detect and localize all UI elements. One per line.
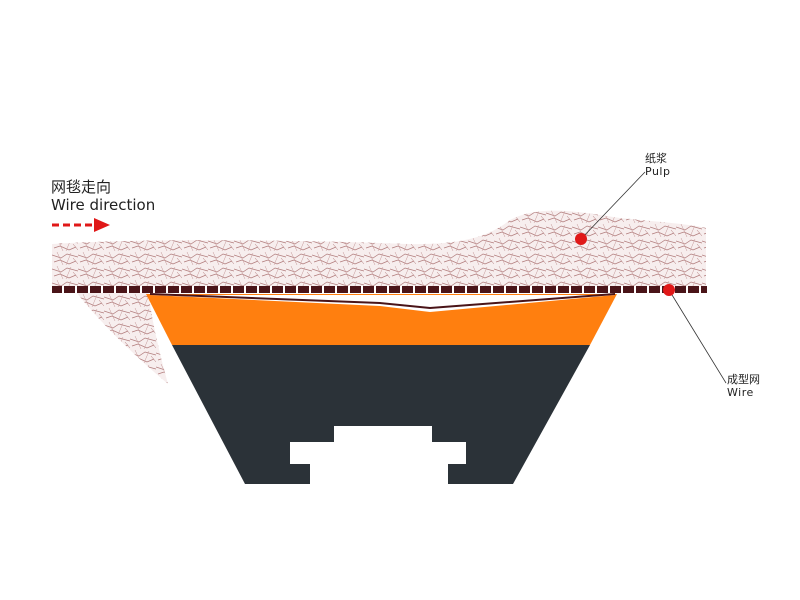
wire-deflection-line (149, 293, 616, 310)
wire-direction-label-zh: 网毯走向 (51, 178, 112, 196)
wire-leader-line (668, 289, 727, 384)
pulp-layer (52, 210, 706, 287)
pulp-leader-line (580, 171, 646, 240)
wire-label-zh: 成型网 (727, 373, 760, 386)
pulp-marker (575, 233, 587, 245)
wire-marker (663, 284, 675, 296)
pulp-runoff (72, 287, 168, 384)
forming-wire (52, 286, 707, 293)
pulp-label-zh: 纸浆 (645, 152, 667, 165)
wire-direction-arrow-head (94, 218, 110, 232)
forming-board-base (172, 345, 590, 484)
forming-board-top-layer (146, 294, 617, 345)
pulp-label-en: Pulp (645, 165, 671, 178)
wire-label-en: Wire (727, 386, 754, 399)
wire-direction-label-en: Wire direction (51, 196, 156, 214)
